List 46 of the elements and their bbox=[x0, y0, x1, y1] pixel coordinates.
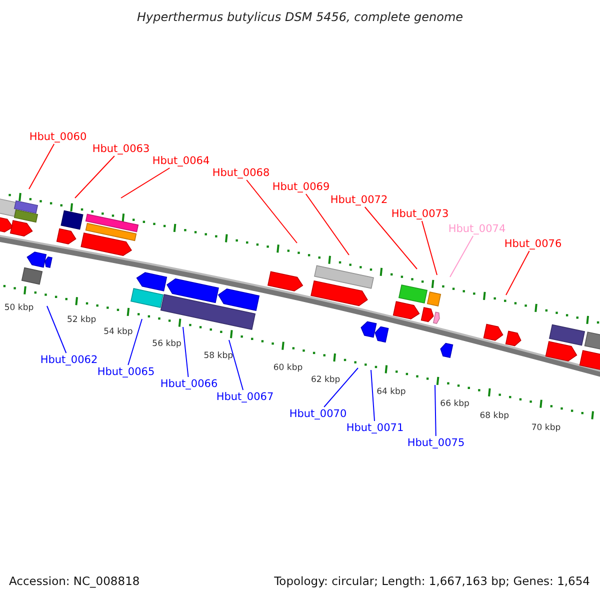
gene-label: Hbut_0074 bbox=[448, 223, 506, 235]
leader-line bbox=[450, 236, 474, 278]
footer-text: Accession: NC_008818 bbox=[9, 575, 140, 587]
leader-line bbox=[74, 156, 115, 198]
scale-label: 50 kbp bbox=[4, 303, 34, 313]
leader-line bbox=[305, 194, 350, 256]
gene-label: Hbut_0062 bbox=[40, 354, 98, 366]
leader-line bbox=[28, 144, 55, 190]
scale-label: 70 kbp bbox=[531, 423, 561, 433]
leader-line bbox=[46, 306, 67, 354]
leader-line bbox=[246, 180, 298, 244]
gene-label: Hbut_0060 bbox=[29, 131, 87, 143]
leader-line bbox=[228, 340, 244, 390]
gene-label: Hbut_0075 bbox=[407, 437, 465, 449]
gene-label: Hbut_0071 bbox=[346, 422, 404, 434]
scale-label: 56 kbp bbox=[152, 339, 182, 349]
scale-label: 52 kbp bbox=[66, 315, 96, 325]
scale-label: 58 kbp bbox=[204, 351, 233, 361]
gene-label: Hbut_0069 bbox=[272, 181, 330, 193]
title: Hyperthermus butylicus DSM 5456, complete genome bbox=[136, 11, 464, 23]
leader-line bbox=[120, 168, 170, 198]
leader-line bbox=[324, 368, 358, 408]
gene-label: Hbut_0068 bbox=[212, 167, 270, 179]
leader-line bbox=[182, 326, 189, 378]
gene-label: Hbut_0065 bbox=[97, 366, 155, 378]
scale-label: 64 kbp bbox=[376, 387, 406, 397]
leader-line bbox=[421, 220, 438, 276]
gene-label: Hbut_0072 bbox=[330, 194, 388, 206]
gene-label: Hbut_0070 bbox=[289, 408, 347, 420]
gene-label: Hbut_0067 bbox=[216, 391, 274, 403]
leader-line bbox=[370, 370, 376, 422]
leader-line bbox=[434, 384, 436, 436]
leader-line bbox=[364, 206, 418, 270]
gene-label: Hbut_0073 bbox=[391, 208, 449, 220]
leader-line bbox=[128, 318, 142, 366]
gene-label: Hbut_0064 bbox=[152, 155, 210, 167]
gene-label: Hbut_0066 bbox=[160, 378, 218, 390]
scale-label: 60 kbp bbox=[273, 363, 303, 373]
scale-label: 54 kbp bbox=[104, 327, 133, 337]
scale-label: 66 kbp bbox=[440, 399, 470, 409]
leader-line bbox=[506, 250, 530, 296]
footer-text: Topology: circular; Length: 1,667,163 bp; Genes: 1,654 bbox=[274, 575, 590, 587]
scale-label: 62 kbp bbox=[310, 375, 340, 385]
scale-label: 68 kbp bbox=[480, 411, 509, 421]
gene-label: Hbut_0063 bbox=[92, 143, 150, 155]
gene-label: Hbut_0076 bbox=[504, 238, 562, 250]
